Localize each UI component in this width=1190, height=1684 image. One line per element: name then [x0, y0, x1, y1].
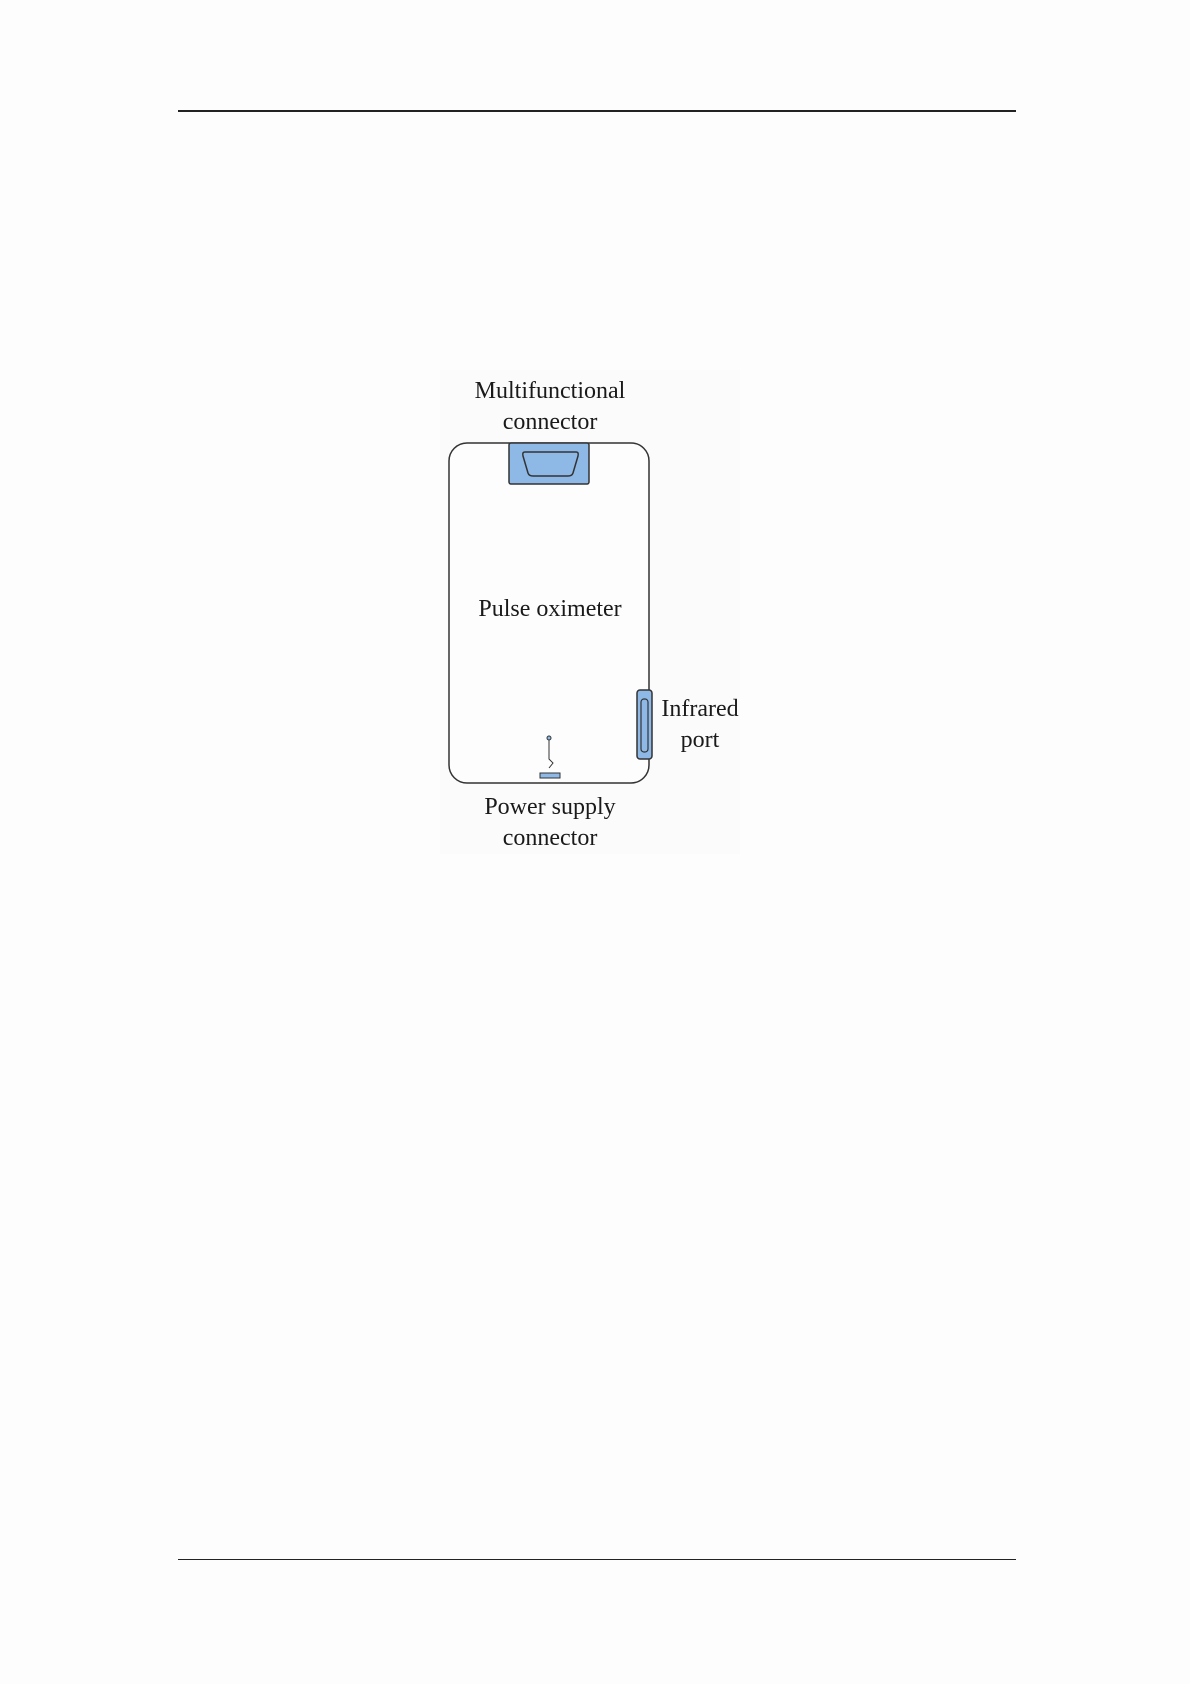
- multifunctional-connector-label: Multifunctional connector: [440, 376, 660, 438]
- device-name-text: Pulse oximeter: [440, 594, 660, 625]
- infrared-port-shape: [637, 690, 652, 759]
- device-diagram: Multifunctional connector Pulse oximeter…: [440, 370, 740, 854]
- multifunctional-connector-shape: [509, 443, 589, 484]
- footer-rule: [178, 1559, 1016, 1560]
- infrared-label-line-1: Infrared: [652, 694, 748, 725]
- power-supply-connector-label: Power supply connector: [440, 792, 660, 854]
- power-label-line-1: Power supply: [440, 792, 660, 823]
- power-label-line-2: connector: [440, 823, 660, 854]
- infrared-label-line-2: port: [652, 725, 748, 756]
- infrared-port-label: Infrared port: [652, 694, 748, 756]
- multifunctional-label-line-2: connector: [440, 407, 660, 438]
- header-rule: [178, 110, 1016, 112]
- device-name-label: Pulse oximeter: [440, 594, 660, 625]
- multifunctional-label-line-1: Multifunctional: [440, 376, 660, 407]
